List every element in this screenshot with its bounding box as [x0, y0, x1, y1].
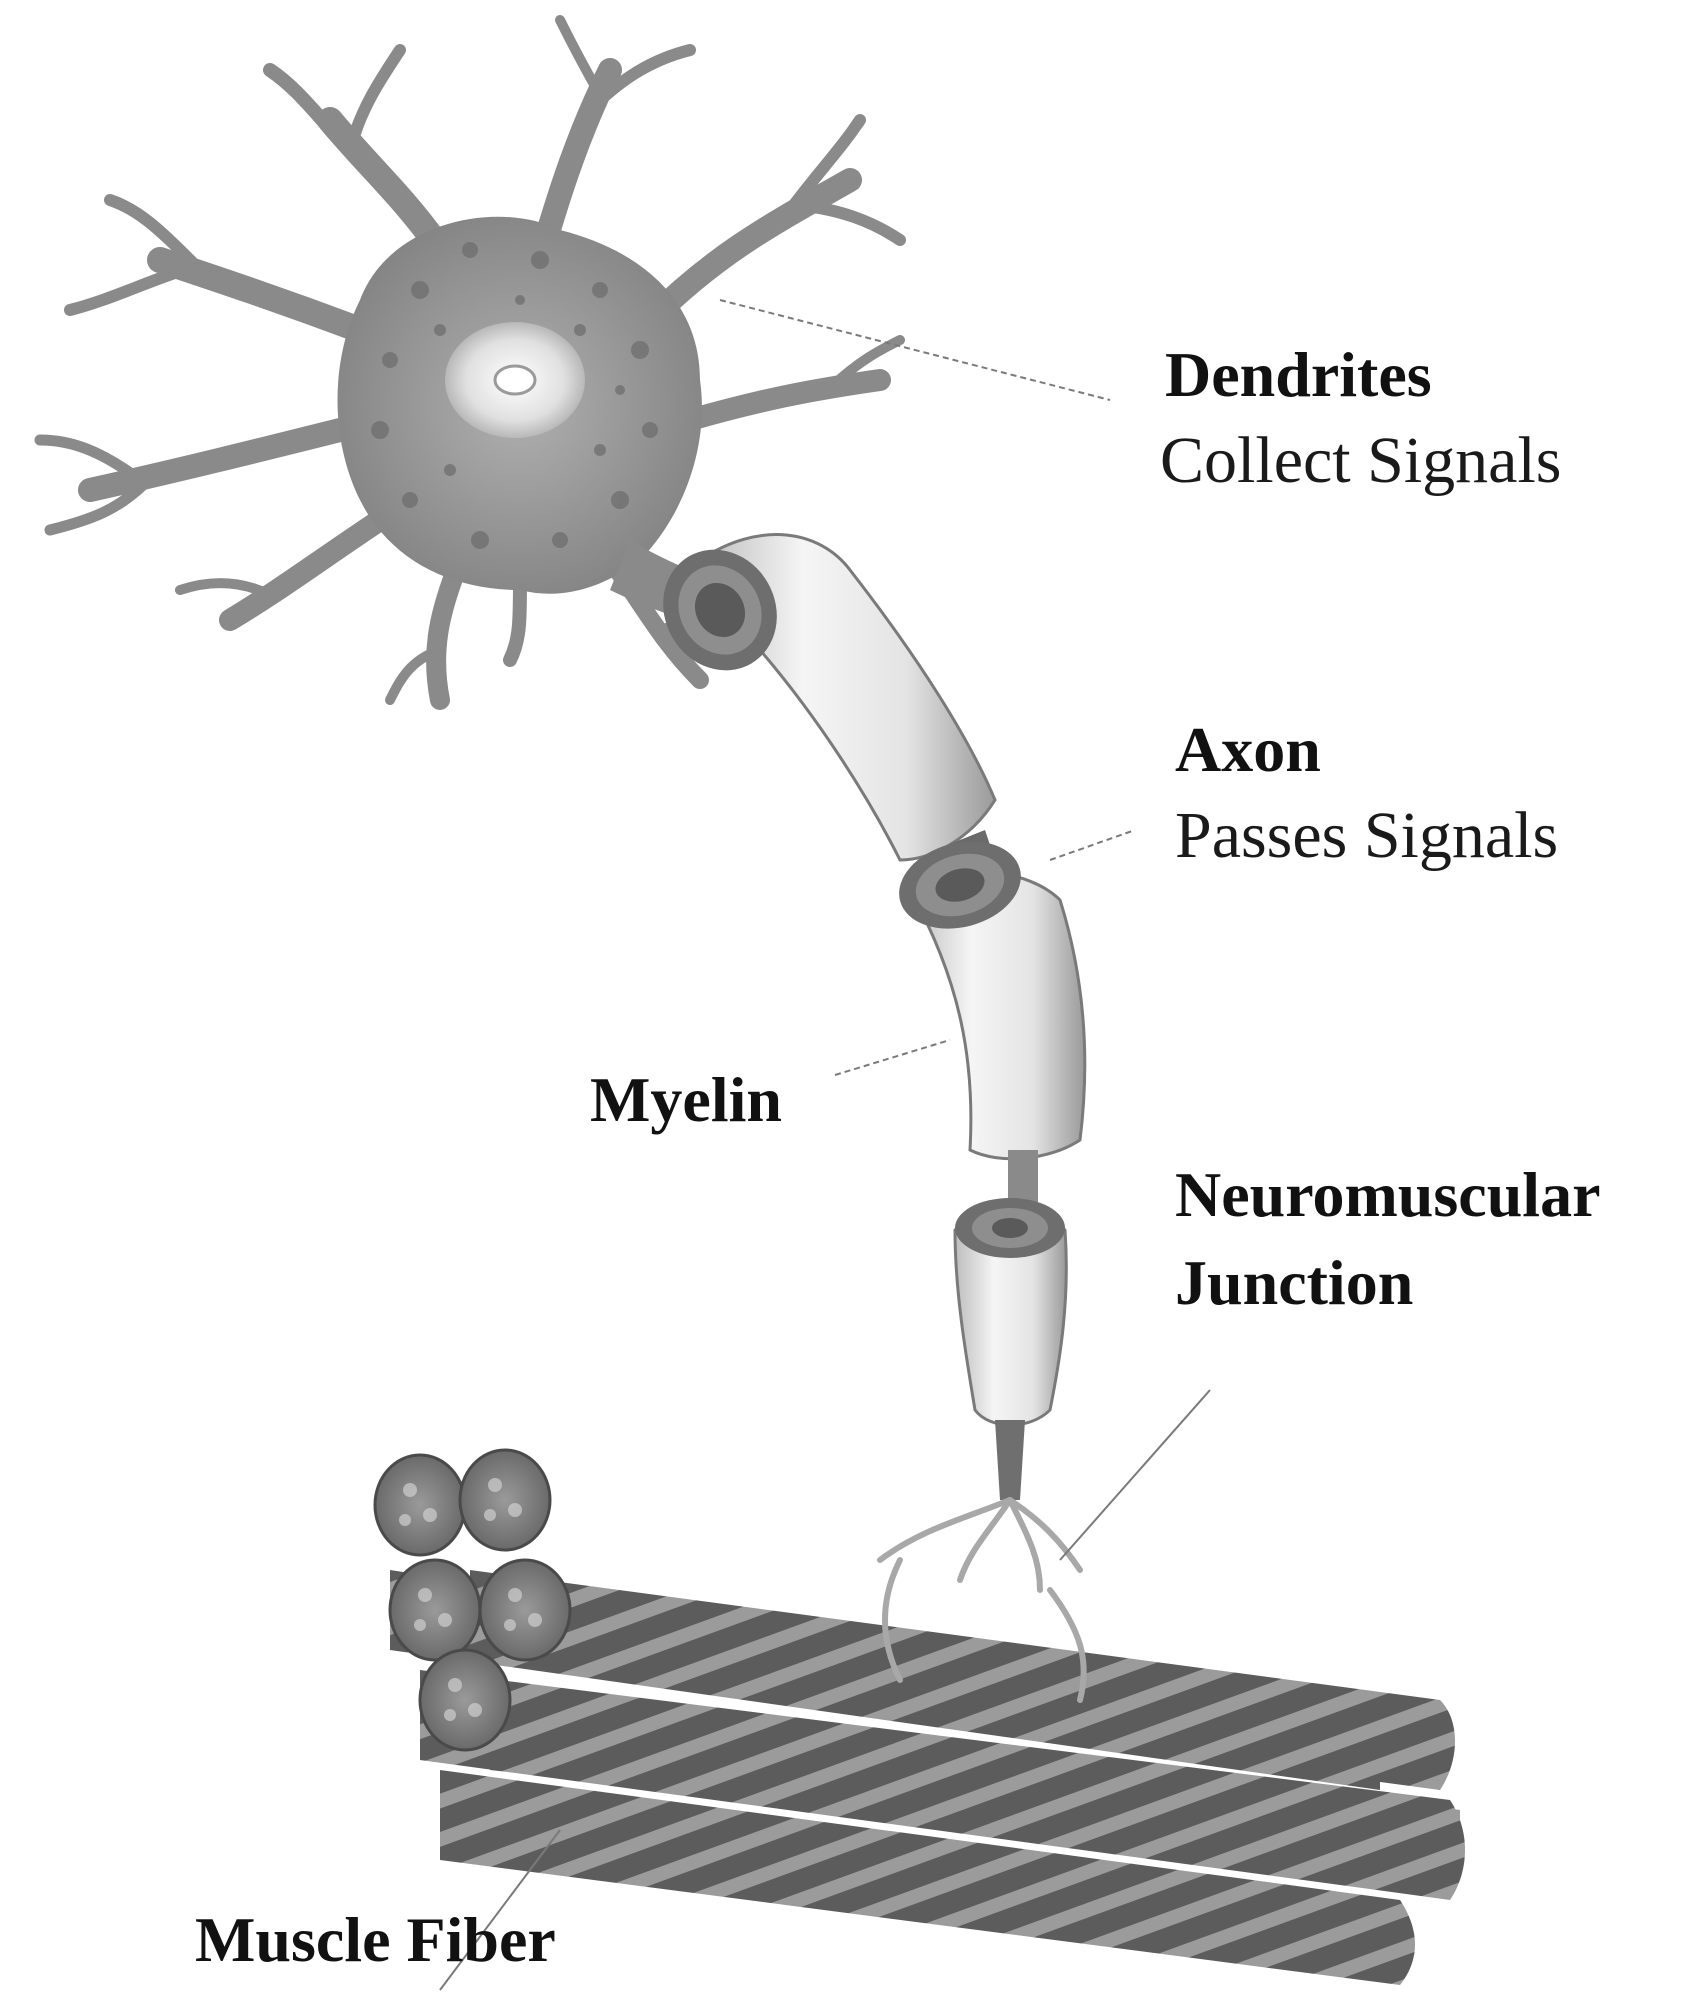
junction-title-line2: Junction	[1175, 1247, 1414, 1318]
myelin-segment-2	[899, 841, 1087, 1161]
axon-description: Passes Signals	[1175, 799, 1559, 872]
muscle-fibers	[373, 1448, 1465, 1985]
axon-title: Axon	[1175, 714, 1321, 785]
leader-axon	[1049, 829, 1136, 861]
organelles	[371, 242, 658, 549]
myelin-segment-3	[953, 1198, 1068, 1427]
junction-title-line1: Neuromuscular	[1175, 1159, 1601, 1230]
dendrites-title: Dendrites	[1165, 339, 1432, 410]
nucleolus	[493, 364, 537, 396]
myelin-segment-1	[663, 533, 997, 862]
myelin-title: Myelin	[590, 1064, 782, 1135]
muscle-fiber-title: Muscle Fiber	[195, 1904, 556, 1975]
leader-dendrites	[719, 299, 1111, 401]
leader-muscle	[439, 1829, 561, 1991]
leader-myelin	[834, 1039, 951, 1076]
axon-terminal	[995, 1420, 1025, 1500]
leader-lines	[719, 299, 1136, 1076]
dendrites-description: Collect Signals	[1160, 424, 1562, 497]
leader-junction	[1059, 1389, 1211, 1561]
terminal-branches	[877, 1497, 1087, 1703]
